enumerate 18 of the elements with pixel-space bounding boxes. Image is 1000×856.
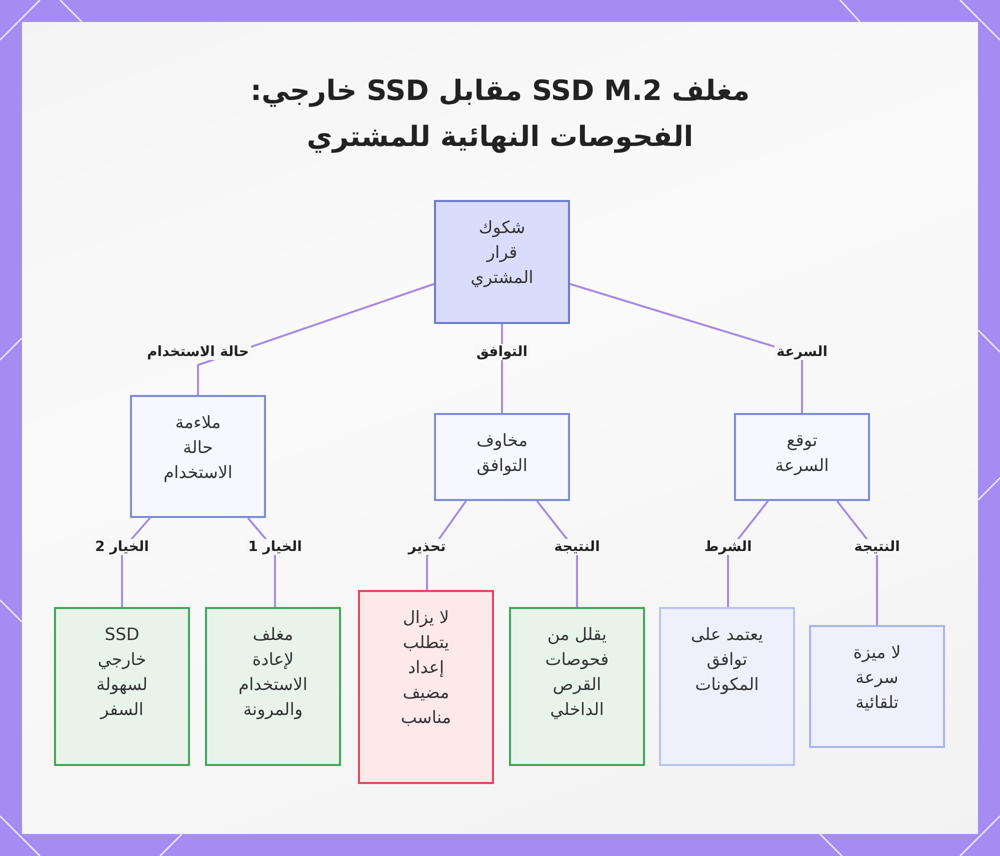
outcome-box: يعتمد على توافق المكونات (659, 607, 795, 766)
edge-label: الشرط (702, 539, 754, 555)
edge-label: النتيجة (852, 539, 902, 555)
edge-label: الخيار 2 (93, 539, 151, 555)
outcome-box: لا ميزة سرعة تلقائية (809, 625, 945, 748)
outcome-box: SSD خارجي لسهولة السفر (54, 607, 190, 766)
edge-label: تحذير (406, 539, 448, 555)
edge-label: النتيجة (552, 539, 602, 555)
outcome-box: مغلف لإعادة الاستخدام والمرونة (205, 607, 341, 766)
warning-box: لا يزال يتطلب إعداد مضيف مناسب (358, 590, 494, 784)
central-topic-box: شكوك قرار المشتري (434, 200, 570, 324)
diagram-title: مغلف SSD M.2 مقابل SSD خارجي: الفحوصات النهائية للمشتري (249, 73, 751, 155)
category-box: مخاوف التوافق (434, 413, 570, 501)
connector-line (570, 283, 803, 413)
category-box: ملاءمة حالة الاستخدام (130, 395, 266, 518)
outcome-box: يقلل من فحوصات القرص الداخلي (509, 607, 645, 766)
edge-label: حالة الاستخدام (145, 344, 251, 360)
category-box: توقع السرعة (734, 413, 870, 501)
